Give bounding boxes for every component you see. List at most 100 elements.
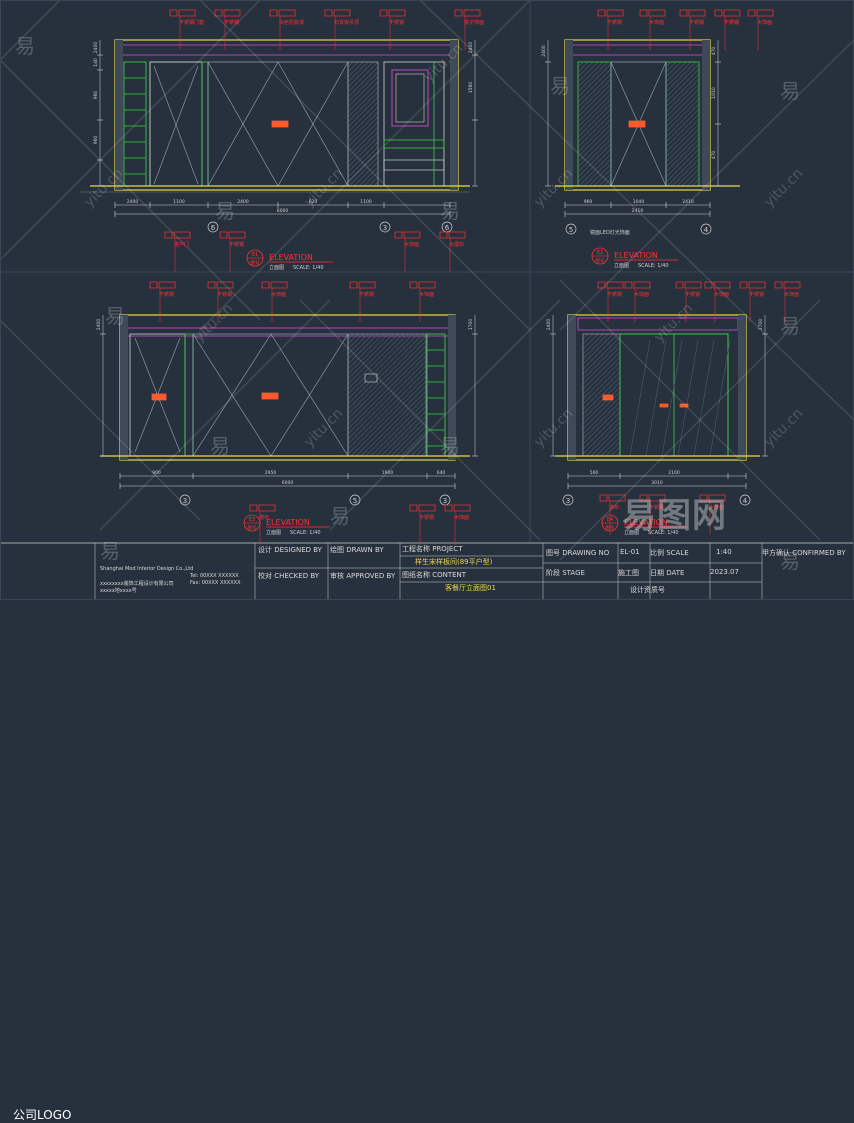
hatch-line xyxy=(582,391,621,430)
hatch-line xyxy=(585,421,621,457)
drawn-by-label: 绘图 DRAWN BY xyxy=(330,546,384,554)
axis-label: 5 xyxy=(353,497,357,505)
hatch-line xyxy=(350,380,427,457)
material-tag: 不锈钢 xyxy=(224,19,239,26)
hatch-line xyxy=(347,61,369,83)
index-top: E1 xyxy=(252,252,258,258)
ceiling-band xyxy=(121,44,455,56)
hatch-line xyxy=(577,61,604,88)
hatch-line xyxy=(577,113,612,148)
hatch-line xyxy=(347,141,379,173)
hatch-line xyxy=(347,96,379,128)
material-tag: 不锈钢 xyxy=(685,291,700,298)
mirror-frame xyxy=(391,69,429,127)
hatch-line xyxy=(665,148,700,183)
axis-bubble xyxy=(349,494,361,506)
side-wall xyxy=(565,40,573,190)
side-wall xyxy=(702,40,710,190)
tag-box xyxy=(597,9,606,17)
axis-label: 6 xyxy=(445,224,450,232)
hatch-line xyxy=(615,451,621,457)
tag-box xyxy=(639,9,648,17)
tag-box xyxy=(648,9,666,17)
dimension-text: 1100 xyxy=(360,199,372,205)
material-tag: 不锈钢 xyxy=(649,504,664,511)
tag-box xyxy=(684,281,702,289)
company-en: Shanghai Mod Interior Design Co.,Ltd xyxy=(100,566,194,572)
hatch-line xyxy=(588,163,612,187)
material-tag: 不锈钢 xyxy=(159,291,174,298)
tag-box xyxy=(270,281,288,289)
hatch-line xyxy=(676,163,700,187)
tag-box xyxy=(606,281,624,289)
tag-box xyxy=(158,281,176,289)
design-seal: 设计资质号 xyxy=(630,586,665,594)
cabinet xyxy=(383,61,445,187)
wall-outline xyxy=(114,39,459,191)
hatch-line xyxy=(577,61,594,78)
elevation-subtitle: 立面图 xyxy=(624,529,639,536)
axis-bubble xyxy=(565,223,577,235)
hatch-line xyxy=(347,76,379,108)
hatch-line xyxy=(405,435,427,457)
index-bottom: 图号 xyxy=(248,525,257,531)
dimension-text: 2400 xyxy=(93,42,99,54)
hatch-line xyxy=(365,395,427,457)
axis-label: 3 xyxy=(443,497,447,505)
hatch-line xyxy=(582,381,621,420)
material-tag: 木饰面 xyxy=(757,19,772,26)
hatch-line xyxy=(582,333,619,370)
hatch-line xyxy=(347,333,409,395)
hatch-line xyxy=(347,340,427,420)
watermark-brand: 易图网 xyxy=(622,496,727,536)
tag-box xyxy=(409,281,418,289)
panel-diagonal xyxy=(207,61,279,187)
dimension-text: 2950 xyxy=(265,470,277,476)
watermark-stroke xyxy=(559,299,821,561)
hatch-line xyxy=(582,351,621,390)
tag-box xyxy=(699,494,708,502)
index-top: E3 xyxy=(249,517,255,523)
material-tag: 不锈钢 xyxy=(607,19,622,26)
material-tag: 不锈钢 xyxy=(359,291,374,298)
material-tag: 不锈钢 xyxy=(724,19,739,26)
axis-label: 6 xyxy=(211,224,216,232)
tag-box xyxy=(149,281,158,289)
hatch-line xyxy=(348,156,379,187)
hatch-line xyxy=(347,146,379,178)
hatch-line xyxy=(347,81,379,113)
side-wall xyxy=(568,315,576,460)
tag-box xyxy=(278,9,296,17)
hatch-line xyxy=(665,128,700,163)
tag-box xyxy=(714,9,723,17)
hatch-line xyxy=(686,173,700,187)
watermark-stroke xyxy=(199,0,531,331)
tag-box xyxy=(624,281,633,289)
hatch-line xyxy=(665,138,700,173)
material-tag: 不锈钢门套 xyxy=(179,19,204,26)
axis-label: 4 xyxy=(704,226,709,234)
dimension-text: 1700 xyxy=(468,319,474,331)
dimension-text: 470 xyxy=(711,47,717,56)
hatch-line xyxy=(375,405,427,457)
watermark-stroke xyxy=(559,279,821,541)
scale-label: 比例 SCALE xyxy=(650,549,689,557)
glass-reflection xyxy=(629,339,651,457)
hatch-line xyxy=(665,68,700,103)
hatch-line xyxy=(347,335,427,415)
hatch-line xyxy=(347,333,414,400)
axis-label: 4 xyxy=(743,497,748,505)
tag-box xyxy=(403,231,421,239)
elevation-subtitle: 立面图 xyxy=(269,264,284,271)
material-tag: 进户门 xyxy=(174,241,189,248)
hatch-line xyxy=(577,123,612,158)
hatch-line xyxy=(577,61,584,68)
elevation-title: ELEVATION xyxy=(269,253,313,262)
hatch-line xyxy=(358,166,379,187)
material-tag: 木饰面 xyxy=(714,291,729,298)
material-tag: 墙布 xyxy=(259,514,269,521)
hatch-line xyxy=(577,63,612,98)
project-label: 工程名称 PROJECT xyxy=(402,545,463,553)
company-cn2: xxxxx地xxxx号 xyxy=(100,588,137,594)
accent-plate xyxy=(628,120,646,128)
